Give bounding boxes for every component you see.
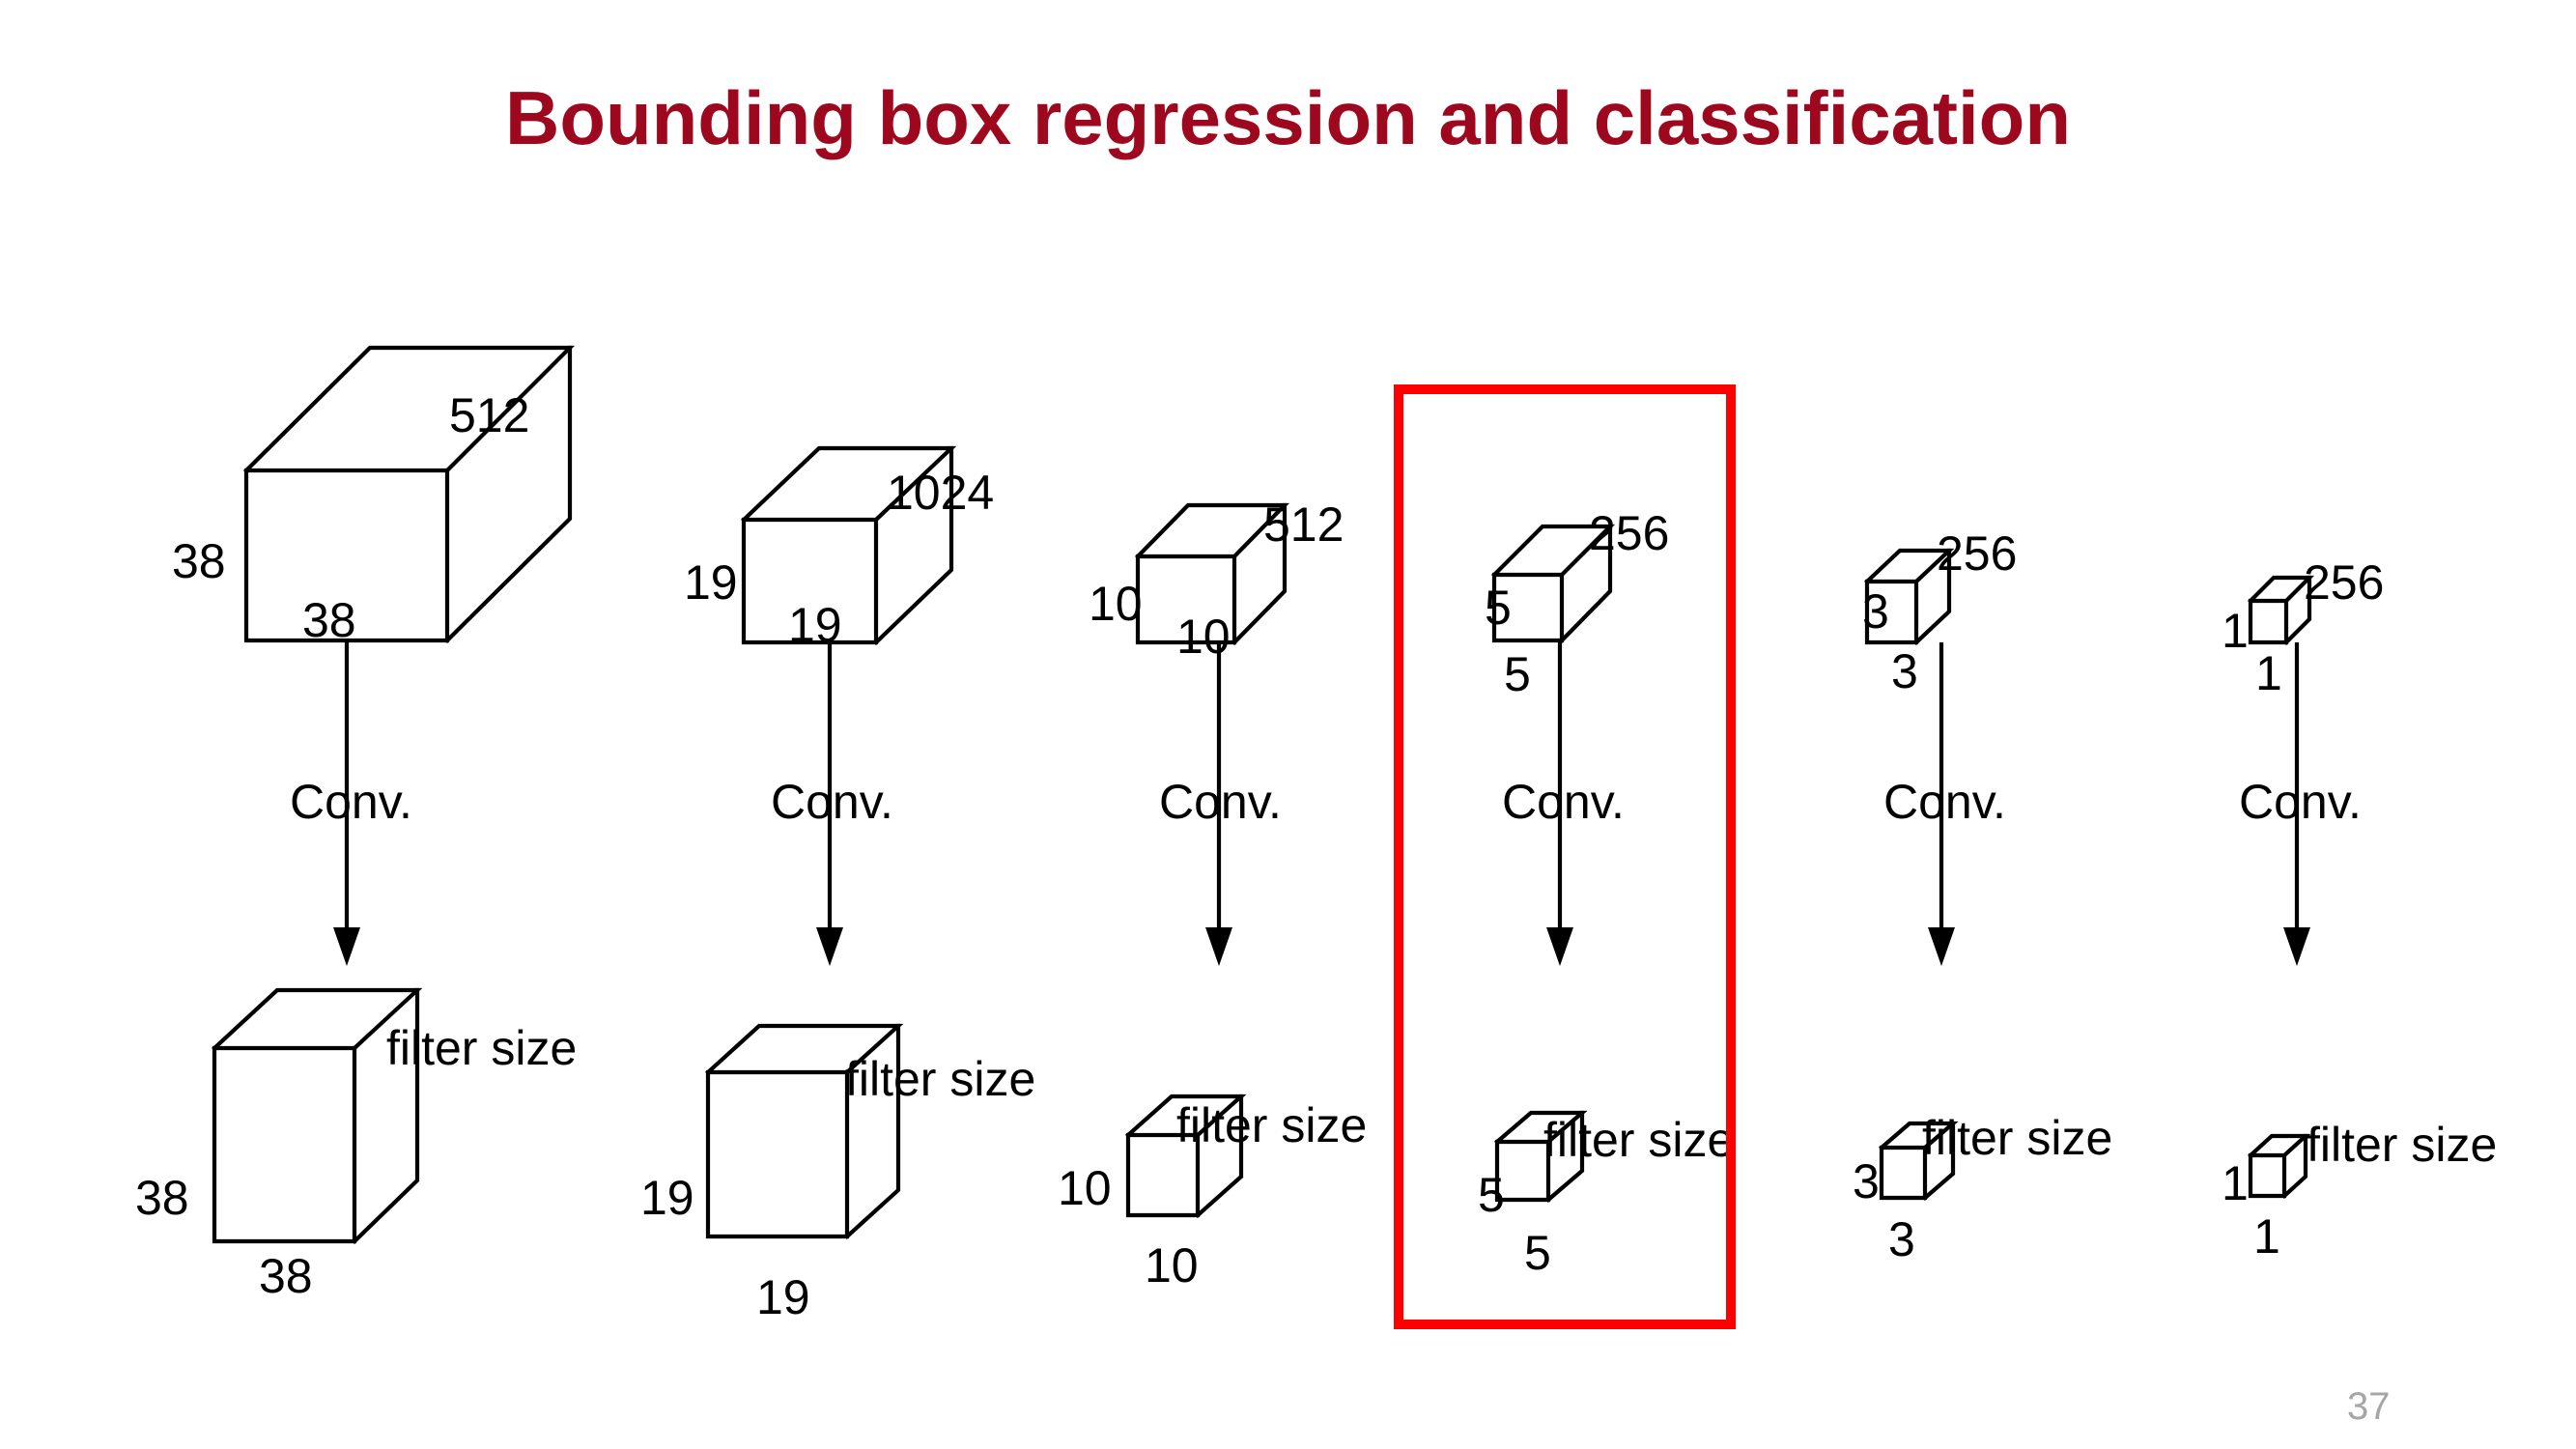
highlight-rectangle-stage-4 (1394, 384, 1736, 1329)
filter-size-label-stage-2: filter size (845, 1052, 1036, 1106)
feature-map-height-label-stage-3: 10 (1089, 577, 1143, 631)
feature-map-depth-label-stage-3: 512 (1263, 497, 1345, 552)
filter-height-label-stage-5: 3 (1853, 1154, 1880, 1208)
filter-cube-stage-5 (1879, 1121, 1959, 1201)
conv-arrow-stage-3 (1205, 642, 1232, 966)
feature-map-cube-stage-2 (741, 445, 957, 645)
feature-map-cube-stage-3 (1135, 502, 1290, 645)
filter-width-label-stage-1: 38 (259, 1249, 313, 1303)
feature-map-width-label-stage-2: 19 (788, 598, 842, 652)
feature-map-cube-stage-4 (1491, 524, 1616, 643)
conv-label-stage-1: Conv. (290, 775, 412, 829)
filter-cube-stage-1 (212, 987, 423, 1244)
feature-map-cube-stage-1 (243, 345, 576, 643)
filter-size-label-stage-4: filter size (1543, 1113, 1735, 1167)
conv-label-stage-3: Conv. (1159, 775, 1282, 829)
conv-arrow-stage-2 (816, 642, 843, 966)
feature-map-cube-stage-5 (1864, 548, 1955, 645)
conv-arrow-stage-5 (1928, 642, 1955, 966)
filter-cube-stage-2 (705, 1023, 904, 1239)
feature-map-height-label-stage-1: 38 (172, 534, 226, 588)
filter-width-label-stage-5: 3 (1888, 1212, 1915, 1266)
conv-label-stage-4: Conv. (1502, 775, 1625, 829)
conv-label-stage-5: Conv. (1883, 775, 2006, 829)
filter-cube-stage-4 (1494, 1110, 1588, 1203)
conv-arrow-stage-6 (2283, 642, 2310, 966)
filter-height-label-stage-4: 5 (1478, 1168, 1505, 1222)
filter-cube-stage-3 (1125, 1094, 1247, 1218)
filter-height-label-stage-2: 19 (640, 1171, 694, 1225)
feature-map-width-label-stage-5: 3 (1891, 644, 1918, 698)
filter-width-label-stage-3: 10 (1145, 1238, 1199, 1293)
filter-cube-stage-6 (2248, 1133, 2311, 1199)
filter-width-label-stage-2: 19 (756, 1270, 810, 1324)
filter-size-label-stage-5: filter size (1922, 1111, 2113, 1165)
feature-map-height-label-stage-4: 5 (1485, 581, 1512, 635)
filter-size-label-stage-3: filter size (1176, 1098, 1368, 1152)
filter-size-label-stage-1: filter size (386, 1021, 578, 1075)
filter-width-label-stage-4: 5 (1524, 1226, 1551, 1280)
feature-map-width-label-stage-1: 38 (302, 593, 356, 647)
feature-map-depth-label-stage-1: 512 (449, 388, 530, 442)
feature-map-cube-stage-6 (2248, 575, 2315, 645)
feature-map-height-label-stage-2: 19 (684, 555, 738, 610)
page-number: 37 (2347, 1385, 2391, 1428)
conv-label-stage-6: Conv. (2239, 775, 2362, 829)
filter-height-label-stage-3: 10 (1058, 1161, 1112, 1215)
page-title: Bounding box regression and classificati… (505, 75, 2071, 160)
feature-map-depth-label-stage-5: 256 (1937, 526, 2018, 581)
feature-map-width-label-stage-4: 5 (1504, 647, 1531, 701)
filter-width-label-stage-6: 1 (2253, 1209, 2280, 1264)
conv-label-stage-2: Conv. (771, 775, 893, 829)
conv-arrow-stage-4 (1546, 640, 1573, 966)
feature-map-height-label-stage-6: 1 (2222, 604, 2249, 658)
conv-arrow-stage-1 (333, 640, 360, 966)
feature-map-height-label-stage-5: 3 (1862, 584, 1889, 639)
filter-height-label-stage-1: 38 (135, 1171, 189, 1225)
filter-height-label-stage-6: 1 (2222, 1156, 2249, 1210)
feature-map-width-label-stage-6: 1 (2255, 646, 2282, 700)
filter-size-label-stage-6: filter size (2307, 1118, 2498, 1172)
feature-map-depth-label-stage-2: 1024 (887, 466, 995, 520)
feature-map-depth-label-stage-6: 256 (2304, 555, 2385, 610)
feature-map-width-label-stage-3: 10 (1176, 610, 1231, 664)
feature-map-depth-label-stage-4: 256 (1589, 506, 1670, 560)
